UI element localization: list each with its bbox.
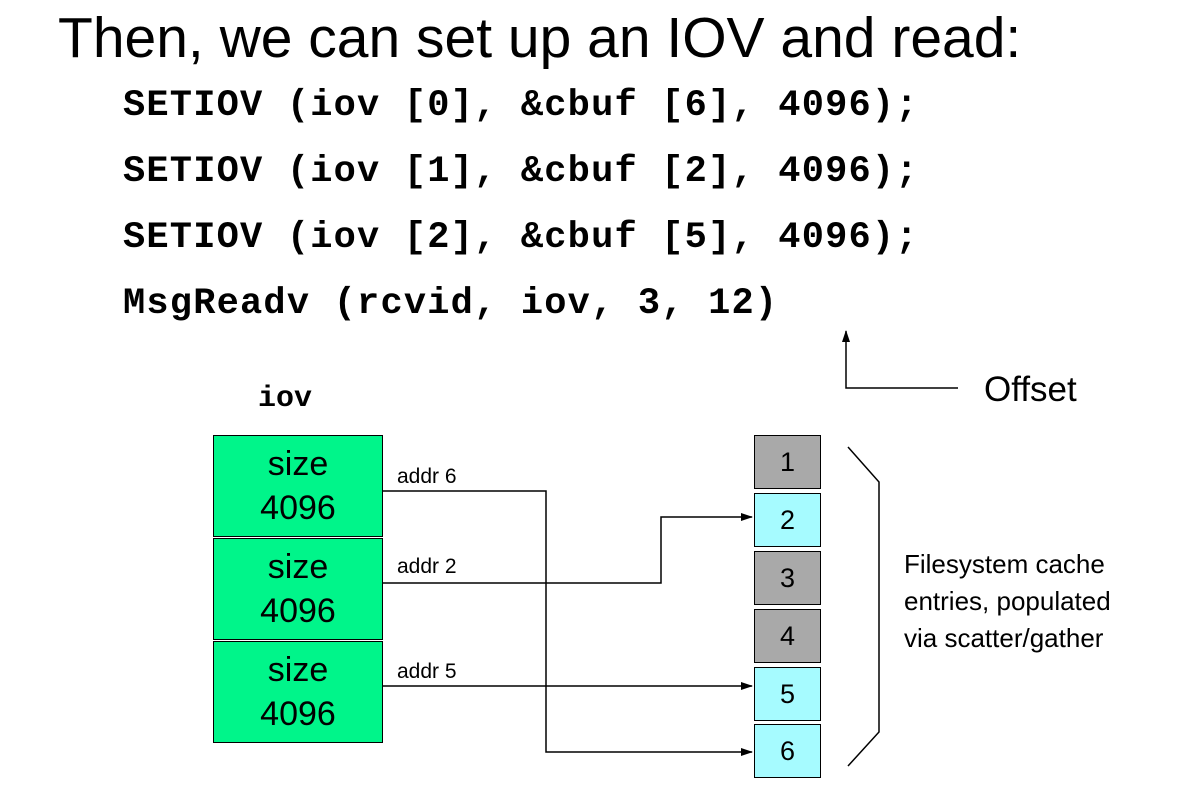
- iov-entry-size-label: size: [267, 651, 329, 689]
- addr-2-connector: [383, 513, 753, 584]
- cache-note: Filesystem cache entries, populated via …: [904, 546, 1111, 657]
- iov-entry-size-label: size: [267, 548, 329, 586]
- iov-entry-size-value: 4096: [260, 489, 336, 527]
- slide-title: Then, we can set up an IOV and read:: [58, 6, 1022, 70]
- cache-note-line: entries, populated: [904, 586, 1111, 616]
- addr-label-2: addr 5: [397, 660, 457, 683]
- addr-6-connector: [383, 490, 753, 756]
- cache-bracket: [847, 446, 880, 767]
- iov-entry-1: size 4096: [213, 538, 383, 640]
- cache-cell-4: 4: [754, 609, 821, 663]
- addr-label-1: addr 2: [397, 555, 457, 578]
- code-line-setiov-2: SETIOV (iov [2], &cbuf [5], 4096);: [123, 217, 919, 259]
- iov-entry-2: size 4096: [213, 641, 383, 743]
- cache-cell-6: 6: [754, 724, 821, 778]
- cache-note-line: via scatter/gather: [904, 623, 1104, 653]
- iov-label: iov: [258, 382, 313, 416]
- cache-cell-2: 2: [754, 493, 821, 547]
- code-line-setiov-0: SETIOV (iov [0], &cbuf [6], 4096);: [123, 85, 919, 127]
- cache-cell-3: 3: [754, 551, 821, 605]
- iov-entry-size-label: size: [267, 445, 329, 483]
- cache-cell-1: 1: [754, 435, 821, 489]
- cache-cell-5: 5: [754, 667, 821, 721]
- addr-label-0: addr 6: [397, 465, 457, 488]
- iov-entry-size-value: 4096: [260, 695, 336, 733]
- offset-pointer-line: [842, 330, 958, 389]
- offset-label: Offset: [984, 370, 1077, 409]
- iov-entry-0: size 4096: [213, 435, 383, 537]
- cache-note-line: Filesystem cache: [904, 549, 1105, 579]
- code-line-setiov-1: SETIOV (iov [1], &cbuf [2], 4096);: [123, 151, 919, 193]
- code-line-msgreadv: MsgReadv (rcvid, iov, 3, 12): [123, 283, 779, 325]
- iov-entry-size-value: 4096: [260, 592, 336, 630]
